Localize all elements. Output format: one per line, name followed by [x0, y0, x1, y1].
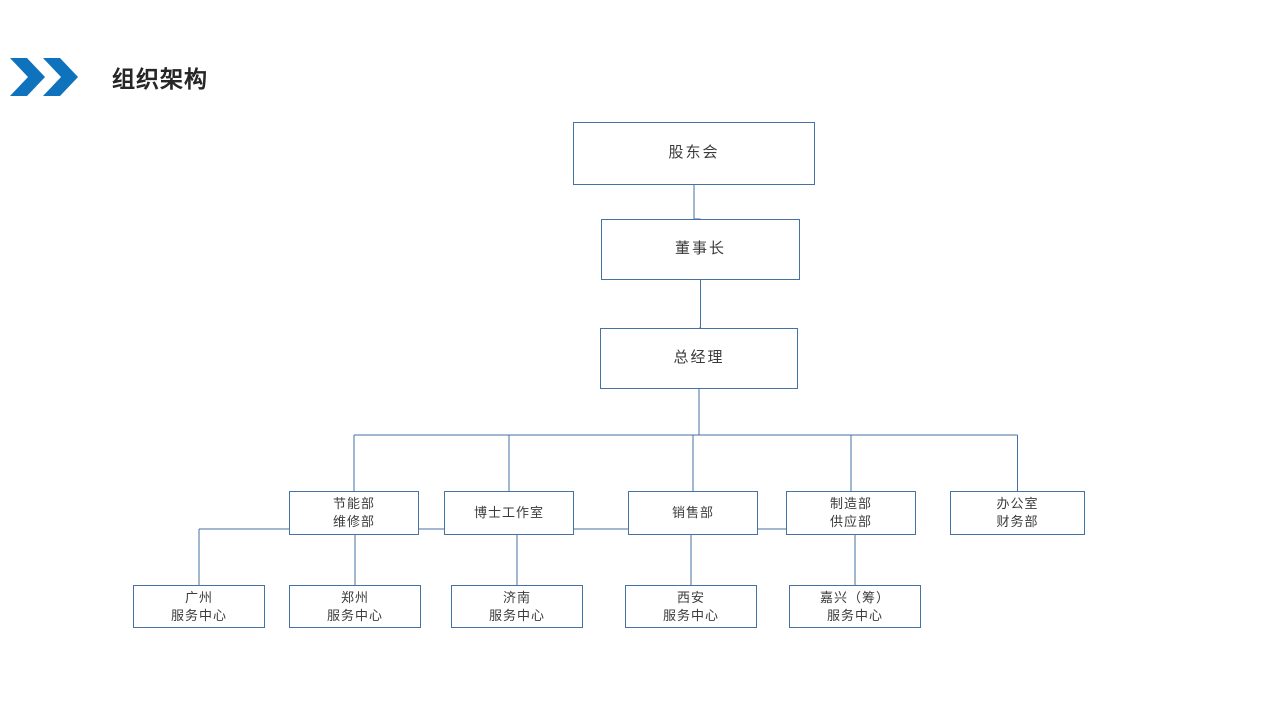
org-node-xian-center[interactable]: 西安 服务中心 [625, 585, 757, 628]
org-node-doctor-studio[interactable]: 博士工作室 [444, 491, 574, 535]
page-header: 组织架构 [0, 0, 1280, 140]
org-node-sales[interactable]: 销售部 [628, 491, 758, 535]
org-node-guangzhou-center[interactable]: 广州 服务中心 [133, 585, 265, 628]
org-node-general-manager[interactable]: 总经理 [600, 328, 798, 389]
org-node-jinan-center[interactable]: 济南 服务中心 [451, 585, 583, 628]
org-node-office-finance[interactable]: 办公室 财务部 [950, 491, 1085, 535]
org-node-jiaxing-center[interactable]: 嘉兴（筹） 服务中心 [789, 585, 921, 628]
org-node-energy-maintenance[interactable]: 节能部 维修部 [289, 491, 419, 535]
page-title: 组织架构 [112, 66, 208, 92]
org-node-manufacture-supply[interactable]: 制造部 供应部 [786, 491, 916, 535]
org-node-shareholders[interactable]: 股东会 [573, 122, 815, 185]
double-chevron-right-icon [10, 58, 82, 96]
org-node-zhengzhou-center[interactable]: 郑州 服务中心 [289, 585, 421, 628]
org-node-chairman[interactable]: 董事长 [601, 219, 800, 280]
